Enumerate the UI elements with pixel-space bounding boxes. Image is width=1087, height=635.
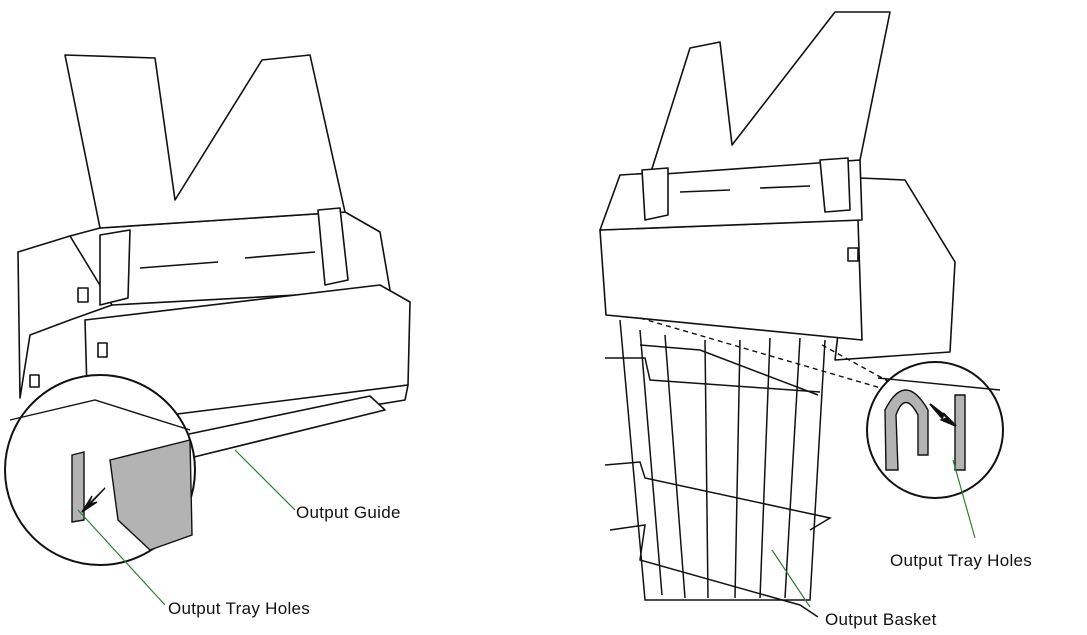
right-projection-lines: [639, 317, 906, 396]
left-detail-tray-hole: [71, 451, 85, 523]
left-side-port-icon: [29, 374, 40, 388]
left-paper-guide-left: [99, 229, 131, 306]
right-paper-guide-left: [641, 167, 669, 221]
right-detail-hook: [884, 389, 929, 471]
right-feed-slot-line: [679, 189, 731, 193]
output-basket-label: Output Basket: [825, 610, 937, 629]
output-basket: [604, 319, 833, 618]
left-feed-slot-line: [139, 261, 219, 269]
right-paper-guide-right: [819, 157, 851, 213]
right-detail-arrow: [929, 403, 957, 427]
left-detail-magnifier: [4, 374, 196, 566]
right-scanner-front-cover: [599, 219, 863, 341]
right-detail-tray-hole: [954, 394, 966, 471]
output-guide-leader: [234, 449, 296, 511]
right-feed-slot-line: [759, 185, 811, 189]
leader-lines: [77, 449, 976, 608]
right-scan-button-icon: [847, 247, 859, 262]
left-detail-shaded-panel: [109, 439, 193, 551]
left-paper-feeder: [64, 54, 346, 229]
left-front-button-icon: [97, 342, 108, 358]
left-detail-arrow: [81, 487, 106, 513]
right-tray-holes-leader: [952, 459, 976, 539]
left-feed-slot-line: [244, 251, 316, 259]
right-scanner: [599, 11, 956, 361]
right-detail-magnifier: [866, 361, 1004, 499]
left-scan-button-icon: [77, 287, 89, 303]
left-paper-guide-right: [317, 207, 349, 286]
right-paper-feeder: [649, 11, 891, 176]
output-tray-holes-left-label: Output Tray Holes: [168, 599, 310, 618]
output-basket-leader: [771, 549, 811, 608]
left-tray-holes-leader: [77, 509, 166, 606]
output-tray-holes-right-label: Output Tray Holes: [890, 551, 1032, 570]
left-scanner: [17, 54, 411, 459]
output-guide-label: Output Guide: [296, 503, 401, 522]
